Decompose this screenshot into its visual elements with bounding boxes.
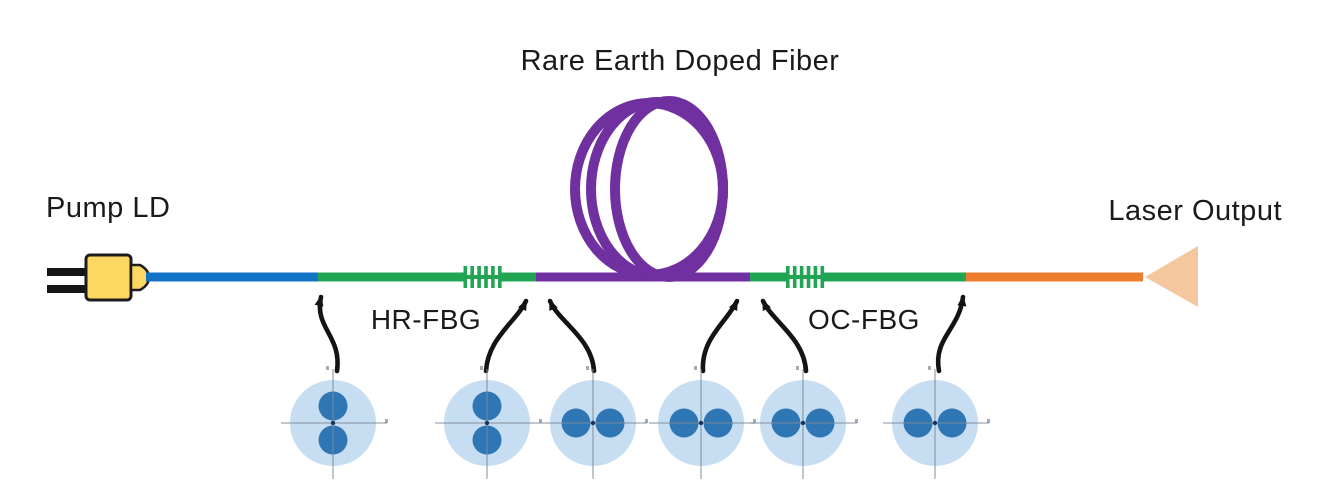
arrow-to-output-splice [935,294,967,374]
laser-output-label: Laser Output [1108,195,1282,227]
axis-label-mark-y [796,366,799,370]
doped-fiber-coil [570,96,728,282]
hr-fbg-label: HR-FBG [371,304,481,335]
pump-ld-body [84,253,133,302]
axis-label-mark-y [586,366,589,370]
axis-label-mark-x [855,419,858,423]
axis-label-mark-x [987,419,990,423]
fiber-cross-section [541,366,648,479]
arrow-to-doped-output [700,298,740,374]
axis-label-mark-y [480,366,483,370]
center-dot [800,420,806,426]
pump-ld-label: Pump LD [46,192,170,224]
center-dot [932,420,938,426]
axis-label-mark-x [645,419,648,423]
axis-label-mark-x [539,419,542,423]
center-dot [484,420,490,426]
doped-fiber-title: Rare Earth Doped Fiber [521,45,840,77]
center-dot [330,420,336,426]
fiber-cross-section [883,366,990,479]
fiber-cross-section [281,366,388,479]
axis-label-mark-y [694,366,697,370]
center-dot [590,420,596,426]
center-dot [698,420,704,426]
fiber-cross-section [649,366,756,479]
arrow-to-doped-input [547,298,597,374]
pump-ld-icon [47,253,151,302]
axis-label-mark-x [385,419,388,423]
cross-sections [281,366,990,479]
arrow-to-pump-splice [314,294,340,374]
axis-label-mark-x [753,419,756,423]
arrow-to-hr-fbg-output [483,298,529,374]
output-beam [1145,246,1198,307]
oc-fbg-label: OC-FBG [808,304,920,335]
fiber-cross-section [751,366,858,479]
fiber-cross-section [435,366,542,479]
arrow-to-oc-fbg-input [760,298,809,374]
axis-label-mark-y [326,366,329,370]
annotation-arrows [314,294,967,374]
axis-label-mark-y [928,366,931,370]
